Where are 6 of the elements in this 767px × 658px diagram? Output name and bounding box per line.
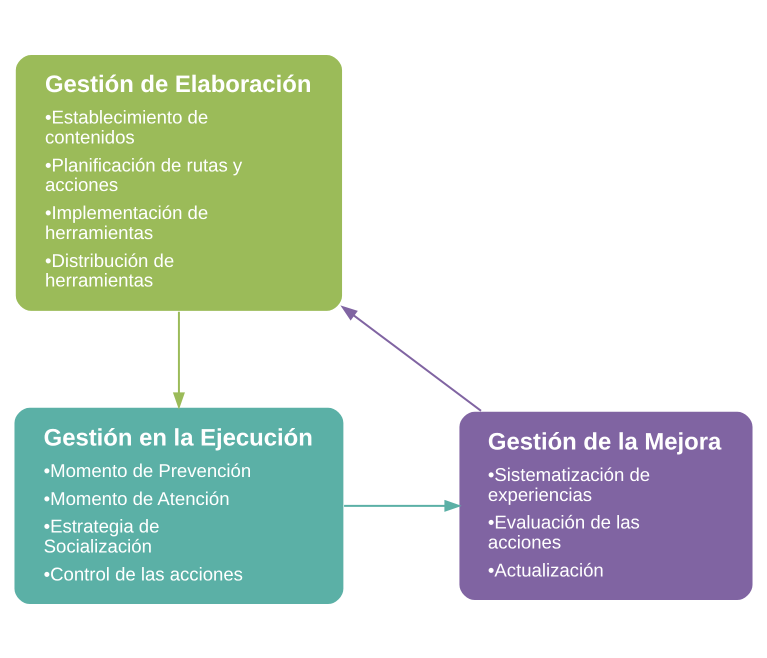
arrow — [344, 499, 462, 512]
arrow — [340, 304, 482, 412]
node-box: Gestión de la Mejora •Sistematización de experiencias •Evaluación de las acciones •Actualización — [458, 410, 754, 601]
node-box: Gestión de Elaboración •Establecimiento de contenidos •Planificación de rutas y acciones •Implementación de herramientas •Distribución de herramientas — [14, 53, 344, 312]
arrow — [172, 311, 185, 410]
node-box: Gestión en la Ejecución •Momento de Prevención •Momento de Atención •Estrategia de Socialización •Control de las acciones — [13, 406, 345, 605]
